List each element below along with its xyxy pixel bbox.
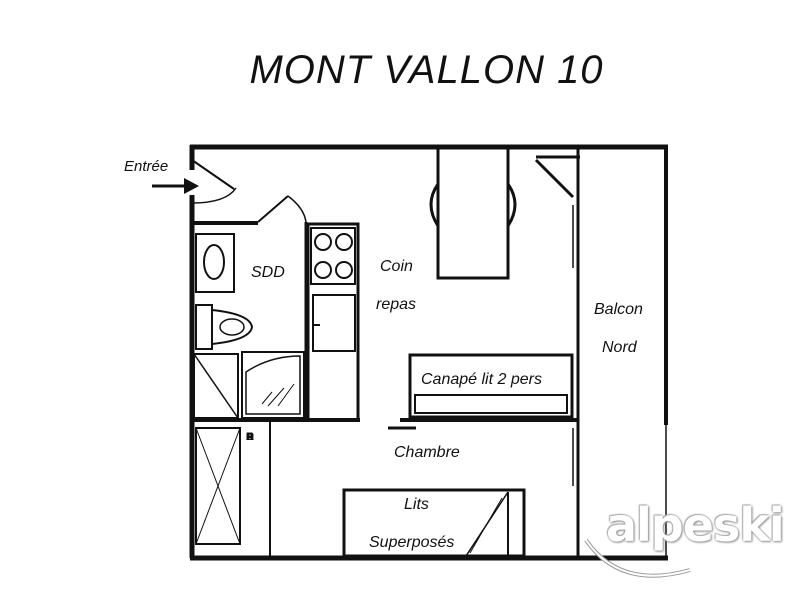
label-canape: Canapé lit 2 pers <box>421 371 542 388</box>
dining-table <box>436 146 510 280</box>
kitchen-unit <box>306 222 360 422</box>
label-repas: repas <box>376 296 417 313</box>
label-entree: Entrée <box>124 158 169 175</box>
label-sdd: SDD <box>251 264 285 281</box>
alpeski-watermark: alpeski <box>606 498 785 552</box>
entrance-door <box>191 159 235 190</box>
plan-title: MONT VALLON 10 <box>249 48 604 92</box>
bunk-beds <box>342 488 526 558</box>
cooktop <box>310 227 356 285</box>
label-superposes: Superposés <box>369 534 455 551</box>
placard-letter: C <box>246 431 254 443</box>
label-lits: Lits <box>404 496 429 513</box>
shower <box>241 351 305 419</box>
bathroom-door <box>257 195 289 223</box>
entrance-arrow <box>184 178 199 194</box>
label-nord: Nord <box>602 339 637 356</box>
placard-letter: A <box>246 431 254 443</box>
label-coin: Coin <box>380 258 413 275</box>
placard-letter: R <box>246 431 254 443</box>
sofa-bed <box>408 353 574 419</box>
placard-letter: P <box>246 431 254 443</box>
label-balcon: Balcon <box>594 301 643 318</box>
placard-letter: A <box>246 431 254 443</box>
label-chambre: Chambre <box>394 444 460 461</box>
sink <box>195 233 235 293</box>
placard-letter: D <box>246 431 254 443</box>
toilet <box>195 304 213 350</box>
placard-letter: L <box>246 431 254 443</box>
kitchen-sink <box>312 294 356 352</box>
